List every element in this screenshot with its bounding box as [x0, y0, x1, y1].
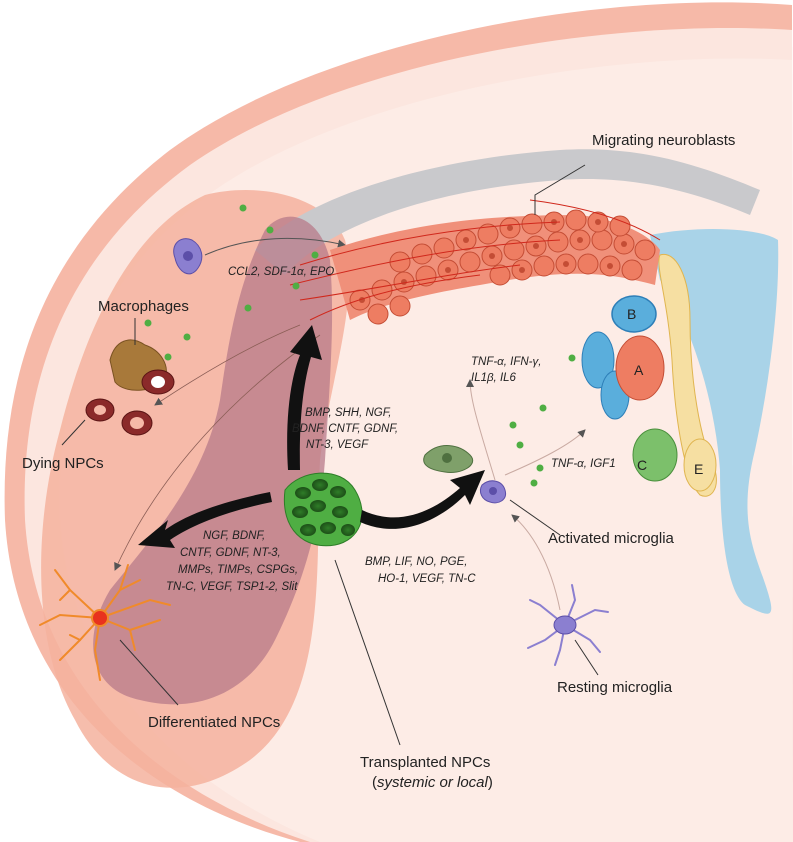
label-migrating-neuroblasts: Migrating neuroblasts [592, 132, 735, 149]
factors-to-differentiated-2: CNTF, GDNF, NT-3, [180, 547, 281, 559]
factors-microglia-to-niche: TNF-α, IGF1 [551, 458, 616, 470]
niche-cell-b-label: B [627, 306, 636, 322]
factors-to-neuroblasts-3: NT-3, VEGF [306, 439, 369, 451]
differentiated-npc-neuron [39, 564, 171, 681]
lateral-ventricle [650, 228, 779, 614]
factors-to-neuroblasts-2: BDNF, CNTF, GDNF, [292, 423, 398, 435]
label-transplanted-npcs-note: (systemic or local) [372, 774, 493, 791]
path-macrophage-to-neuroblasts [204, 237, 346, 256]
path-microglia-to-niche [504, 429, 586, 476]
neuroblast-chain [289, 199, 661, 325]
dying-npc-cells [85, 398, 153, 436]
path-to-differentiated-npcs [114, 334, 321, 571]
arrow-npc-to-microglia [360, 470, 485, 529]
label-activated-microglia: Activated microglia [548, 530, 675, 547]
factors-to-neuroblasts-1: BMP, SHH, NGF, [305, 407, 392, 419]
activated-microglia [423, 445, 507, 504]
arrow-npc-to-neuroblasts [287, 325, 322, 470]
path-microglia-to-factors [466, 379, 496, 481]
factors-chemokines: CCL2, SDF-1α, EPO [228, 266, 334, 278]
factors-microglia-out-2: IL1β, IL6 [471, 372, 517, 384]
cytokine-dots [144, 204, 576, 487]
factors-to-differentiated-4: TN-C, VEGF, TSP1-2, Slit [166, 581, 298, 593]
niche-cell-e-label: E [694, 461, 703, 477]
resting-microglia [527, 584, 609, 666]
differentiated-npc-soma [91, 609, 109, 627]
graft-tract [93, 216, 333, 705]
path-to-dying-npcs [154, 324, 301, 406]
label-transplanted-npcs: Transplanted NPCs [360, 754, 490, 771]
niche-cell-a-label: A [634, 362, 644, 378]
factors-microglia-out-1: TNF-α, IFN-γ, [471, 356, 541, 368]
factors-to-microglia-1: BMP, LIF, NO, PGE, [365, 556, 467, 568]
factors-to-differentiated-1: NGF, BDNF, [203, 530, 265, 542]
niche-cell-c-label: C [637, 457, 647, 473]
path-resting-to-activated [511, 514, 561, 611]
label-dying-npcs: Dying NPCs [22, 455, 104, 472]
label-differentiated-npcs: Differentiated NPCs [148, 714, 280, 731]
leader-lines [61, 164, 599, 746]
factors-to-differentiated-3: MMPs, TIMPs, CSPGs, [178, 564, 298, 576]
niche-cells [581, 253, 717, 497]
macrophage-cluster [109, 339, 175, 395]
label-resting-microglia: Resting microglia [557, 679, 673, 696]
corpus-callosum [255, 149, 760, 275]
transplanted-npc-cluster [283, 472, 363, 547]
factors-to-microglia-2: HO-1, VEGF, TN-C [378, 573, 476, 585]
arrow-npc-to-differentiated [138, 492, 272, 548]
macrophage-cell [173, 238, 203, 275]
label-macrophages: Macrophages [98, 298, 189, 315]
